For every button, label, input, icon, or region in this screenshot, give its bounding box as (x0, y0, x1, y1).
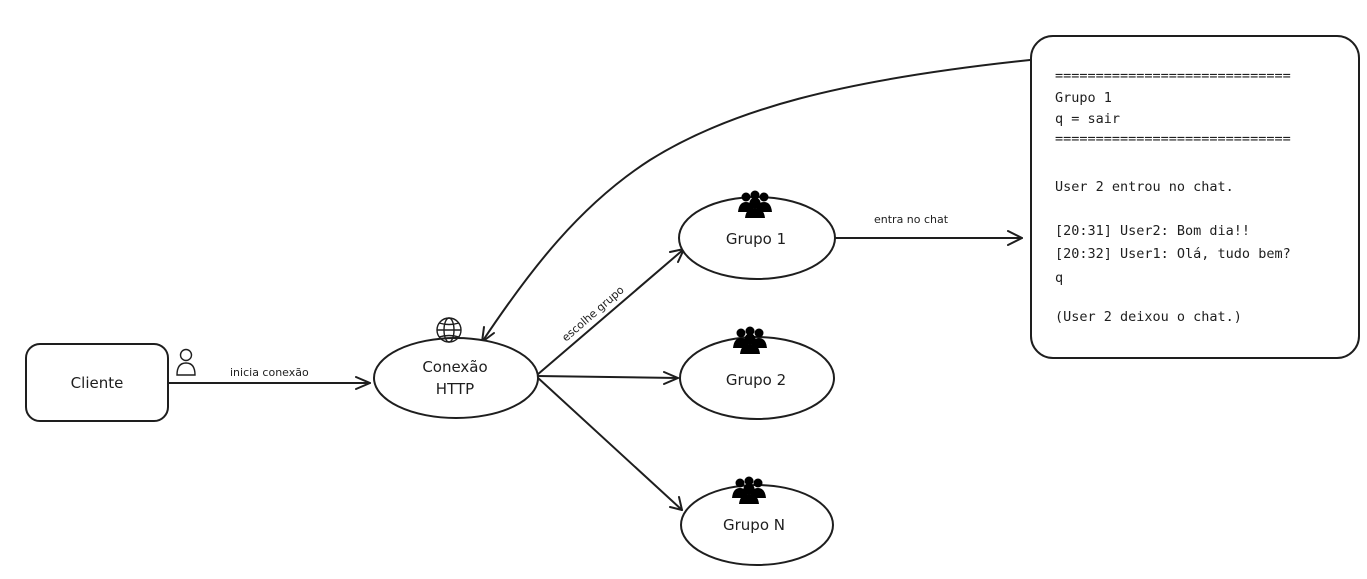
edge-chat-to-http-return (481, 59, 1031, 343)
client-node-label: Cliente (71, 374, 124, 392)
arrowhead-group1-to-chat (1007, 230, 1023, 246)
groupN-label: Grupo N (723, 516, 785, 534)
http-connection-label-line1: Conexão (422, 358, 487, 376)
http-connection-label-line2: HTTP (436, 380, 474, 398)
arrowhead-http-to-group2 (663, 371, 679, 385)
client-node (25, 343, 169, 422)
chat-console-text: ============================= Grupo 1 q … (1055, 68, 1291, 325)
http-connection-node (373, 337, 539, 419)
edge-http-to-group1 (536, 248, 685, 376)
chat-line: ============================= (1055, 68, 1291, 84)
arrowhead-http-to-groupN (669, 496, 683, 511)
chat-line: ============================= (1055, 131, 1291, 147)
edge-http-to-groupN (536, 376, 683, 511)
edge-label-inicia-conexao: inicia conexão (230, 366, 309, 379)
group2-label: Grupo 2 (726, 371, 786, 389)
chat-line: q = sair (1055, 111, 1120, 127)
edge-label-escolhe-grupo: escolhe grupo (559, 283, 626, 344)
group1-label: Grupo 1 (726, 230, 786, 248)
chat-line: User 2 entrou no chat. (1055, 179, 1234, 195)
chat-console-window (1030, 35, 1360, 359)
arrowhead-client-to-http (355, 376, 371, 390)
chat-line: [20:31] User2: Bom dia!! (1055, 223, 1250, 239)
chat-line: (User 2 deixou o chat.) (1055, 309, 1242, 325)
chat-line: Grupo 1 (1055, 90, 1112, 106)
chat-line: [20:32] User1: Olá, tudo bem? (1055, 246, 1291, 262)
globe-icon (436, 317, 462, 343)
edge-http-to-group2 (536, 375, 679, 379)
user-icon (176, 348, 196, 376)
chat-line: q (1055, 270, 1063, 286)
edge-label-entra-no-chat: entra no chat (874, 213, 949, 226)
